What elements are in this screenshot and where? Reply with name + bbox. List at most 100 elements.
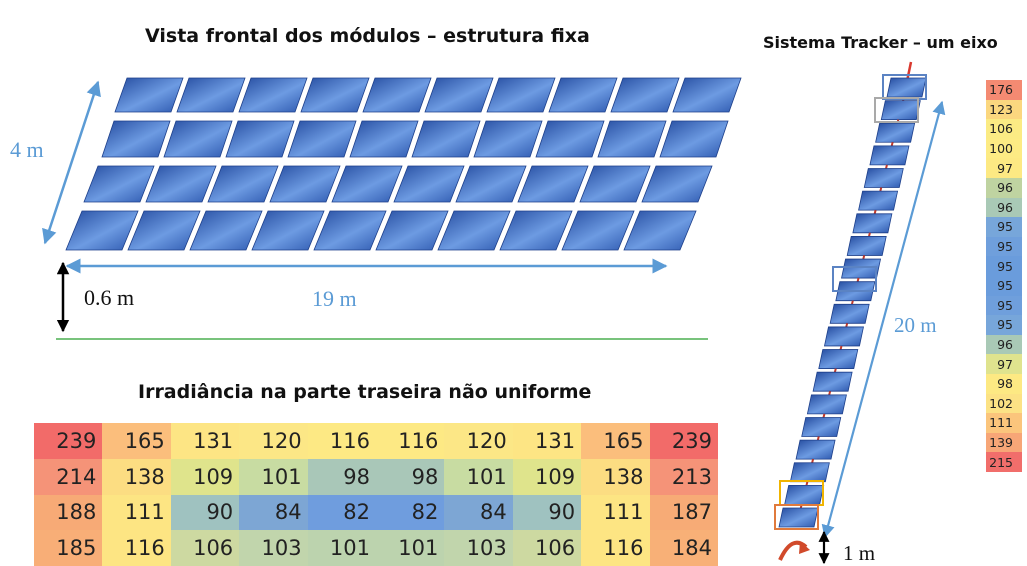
scale-cell: 139 [986,432,1022,453]
heatmap-cell: 138 [581,458,650,495]
heatmap-cell: 101 [444,458,513,495]
heatmap-cell: 106 [170,530,240,566]
heatmap-cell: 138 [102,458,171,495]
solar-panel [672,77,742,113]
scale-cell: 176 [986,80,1022,100]
heatmap-cell: 106 [512,530,582,566]
tracker-panel [812,371,853,392]
tracker-panel [858,190,899,211]
scale-row: 96 [986,334,1022,355]
tracker-panel [886,77,927,98]
tracker-panel [789,462,830,483]
fixed-structure-title: Vista frontal dos módulos – estrutura fi… [145,25,590,47]
length-label: 19 m [312,286,357,311]
scale-row: 106 [986,119,1022,139]
tracker-height-label: 1 m [843,541,876,565]
tracker-panel [784,484,825,505]
scale-cell: 95 [986,315,1022,335]
scale-row: 111 [986,413,1022,433]
solar-panel [83,165,155,203]
scale-cell: 111 [986,413,1022,433]
solar-panel [189,210,263,251]
tracker-panel [806,394,847,415]
width-dimension-arrow [42,80,101,245]
heatmap-cell: 103 [239,530,308,566]
solar-panel [455,165,527,203]
solar-panel [145,165,217,203]
solar-panel [499,210,573,251]
rotation-arrowhead-icon [799,541,810,554]
scale-cell: 98 [986,373,1022,394]
heatmap-cell: 82 [307,494,376,531]
scale-cell: 95 [986,295,1022,316]
solar-panel [114,77,184,113]
solar-panel [331,165,403,203]
heatmap-cell: 120 [444,423,513,459]
heatmap-cell: 116 [102,530,171,566]
width-label: 4 m [10,137,44,162]
heatmap-cell: 109 [512,458,582,495]
scale-row: 95 [986,295,1022,316]
scale-cell: 96 [986,197,1022,218]
solar-panel [176,77,246,113]
tracker-panel [852,213,893,234]
tracker-length-arrow [821,100,946,539]
scale-cell: 97 [986,158,1022,178]
heatmap-cell: 213 [649,458,718,495]
tracker-panel [801,417,842,437]
heatmap-cell: 165 [581,423,650,459]
scale-row: 176 [986,80,1022,100]
tracker-panel [846,236,887,256]
heatmap-cell: 90 [512,494,582,531]
scale-row: 95 [986,256,1022,276]
scale-row: 95 [986,275,1022,296]
heatmap-cell: 185 [34,530,103,566]
heatmap-cell: 111 [102,494,171,531]
tracker-title: Sistema Tracker – um eixo [763,33,998,52]
solar-panel [610,77,680,113]
solar-panel [287,120,357,158]
scale-cell: 95 [986,217,1022,237]
heatmap-cell: 188 [34,494,103,531]
heatmap-cell: 98 [307,458,376,495]
tracker-panel [863,168,904,188]
tracker-panel [823,326,864,347]
scale-row: 95 [986,236,1022,257]
solar-panel [597,120,667,158]
heatmap-cell: 131 [170,423,240,459]
scale-cell: 123 [986,99,1022,120]
scale-row: 96 [986,177,1022,198]
solar-panel [225,120,295,158]
tracker-panel [841,258,882,279]
scale-cell: 106 [986,119,1022,139]
solar-panel [641,165,713,203]
heatmap-cell: 84 [444,494,513,531]
scale-row: 96 [986,197,1022,218]
heatmap-cell: 109 [170,458,240,495]
heatmap-cell: 120 [239,423,308,459]
scale-cell: 96 [986,334,1022,355]
solar-panel [473,120,543,158]
tracker-panel [880,100,921,121]
heatmap-cell: 187 [649,494,718,531]
scale-row: 102 [986,393,1022,414]
tracker-panel [778,507,819,528]
heatmap-cell: 103 [444,530,513,566]
scale-row: 100 [986,138,1022,159]
rear-irradiance-title: Irradiância na parte traseira não unifor… [138,381,592,403]
scale-cell: 95 [986,236,1022,257]
scale-cell: 102 [986,393,1022,414]
heatmap-cell: 165 [102,423,171,459]
heatmap-cell: 82 [375,494,445,531]
solar-panel [659,120,729,158]
solar-panel [362,77,432,113]
solar-panel [561,210,635,251]
solar-panel [375,210,449,251]
scale-row: 95 [986,217,1022,237]
solar-panel [349,120,419,158]
